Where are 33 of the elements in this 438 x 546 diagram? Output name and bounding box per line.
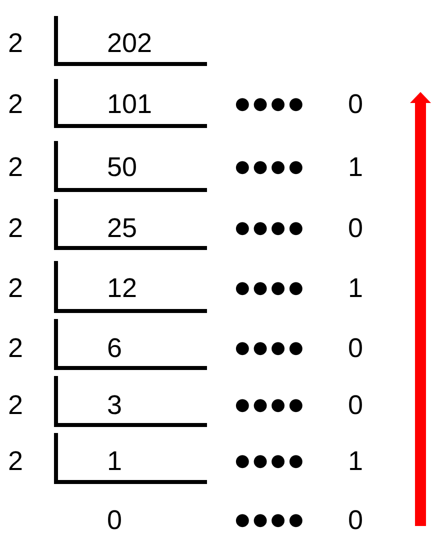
remainder-digit: 0 xyxy=(348,505,364,535)
quotient-number: 6 xyxy=(107,333,122,363)
divisor-number: 2 xyxy=(8,446,24,476)
dot-leader: ●●●● xyxy=(235,451,306,471)
divisor-number: 2 xyxy=(8,333,24,363)
divisor-number: 2 xyxy=(8,213,24,243)
divisor-number: 2 xyxy=(8,89,24,119)
remainder-digit: 0 xyxy=(348,89,364,119)
dot-leader: ●●●● xyxy=(235,395,306,415)
remainder-digit: 1 xyxy=(348,446,364,476)
dot-leader: ●●●● xyxy=(235,510,306,530)
dot-leader: ●●●● xyxy=(235,278,306,298)
divisor-number: 2 xyxy=(8,28,24,58)
quotient-number: 0 xyxy=(107,505,122,535)
remainder-digit: 0 xyxy=(348,390,364,420)
divisor-number: 2 xyxy=(8,152,24,182)
quotient-number: 25 xyxy=(107,213,138,243)
quotient-number: 101 xyxy=(107,89,152,119)
quotient-number: 1 xyxy=(107,446,122,476)
divisor-number: 2 xyxy=(8,273,24,303)
dividend-number: 202 xyxy=(107,28,152,58)
remainder-digit: 1 xyxy=(348,273,364,303)
dot-leader: ●●●● xyxy=(235,94,306,114)
remainder-digit: 0 xyxy=(348,333,364,363)
quotient-number: 3 xyxy=(107,390,122,420)
dot-leader: ●●●● xyxy=(235,157,306,177)
dot-leader: ●●●● xyxy=(235,218,306,238)
divisor-number: 2 xyxy=(8,390,24,420)
quotient-number: 12 xyxy=(107,273,138,303)
remainder-digit: 1 xyxy=(348,152,364,182)
remainder-digit: 0 xyxy=(348,213,364,243)
quotient-number: 50 xyxy=(107,152,138,182)
dot-leader: ●●●● xyxy=(235,338,306,358)
